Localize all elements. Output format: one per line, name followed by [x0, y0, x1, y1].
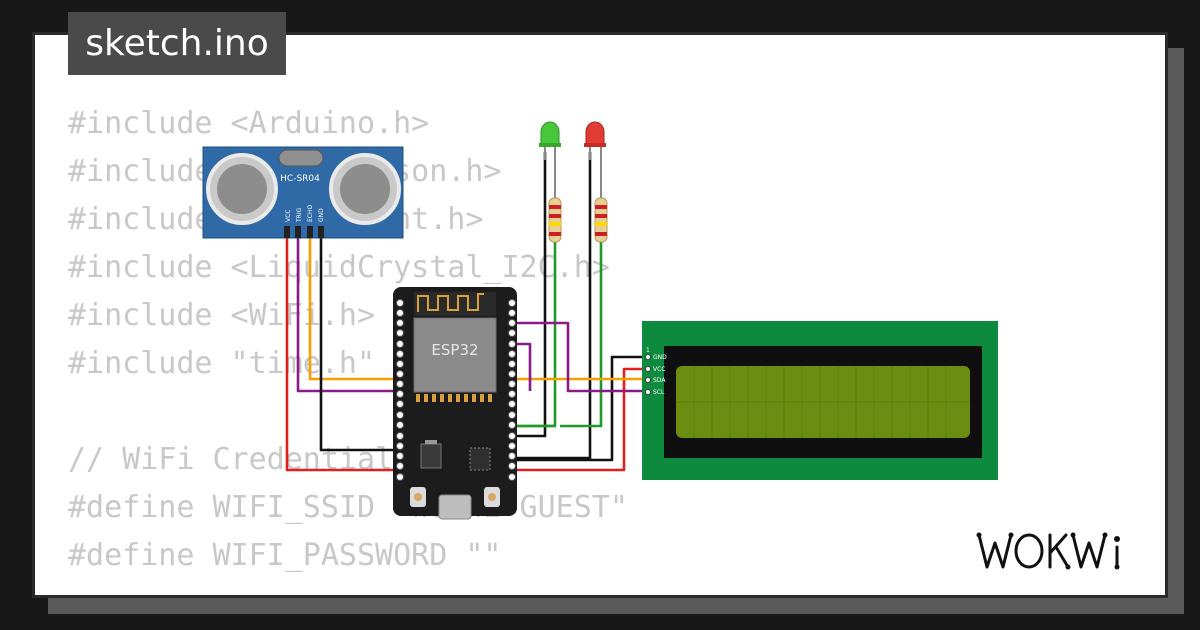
- file-tab[interactable]: sketch.ino: [68, 12, 286, 75]
- pin-label-trig: TRIG: [296, 207, 303, 223]
- wire-green: [515, 240, 557, 428]
- code-line: #include "time.h": [68, 346, 376, 381]
- wire-purple: [515, 321, 648, 393]
- pin-label-vcc: VCC: [285, 210, 292, 222]
- wire-green: [560, 240, 603, 428]
- lcd-pin-vcc: VCC: [653, 366, 665, 373]
- wire-red: [515, 367, 648, 472]
- led-red[interactable]: [584, 121, 606, 198]
- code-line: #include <Arduino.h>: [68, 106, 430, 141]
- pin-label-gnd: GND: [318, 208, 325, 222]
- lcd-pin-scl: SCL: [653, 389, 665, 396]
- led-green[interactable]: [539, 121, 561, 198]
- wire-black: [319, 238, 400, 452]
- ultrasonic-model-label: HC-SR04: [280, 174, 320, 184]
- lcd-pin-sda: SDA: [653, 377, 666, 384]
- wire-black: [515, 152, 547, 438]
- wire-red: [285, 238, 400, 472]
- code-line: #include <LiquidCrystal_I2C.h>: [68, 250, 610, 285]
- esp32-board[interactable]: ESP32: [393, 287, 517, 520]
- resistor[interactable]: [594, 197, 608, 243]
- wokwi-logo: [976, 532, 1120, 570]
- esp32-label: ESP32: [431, 341, 478, 359]
- wire-black: [515, 355, 648, 462]
- wire-purple: [296, 238, 400, 393]
- ultrasonic-sensor[interactable]: HC-SR04 VCC TRIG ECHO GND: [202, 146, 404, 239]
- resistor[interactable]: [548, 197, 562, 243]
- lcd-pin-gnd: GND: [653, 354, 667, 361]
- lcd-pin-index: 1: [646, 347, 650, 354]
- lcd-display[interactable]: 1 GND VCC SDA SCL: [642, 321, 998, 480]
- wire-purple: [515, 342, 532, 391]
- wire-black: [515, 152, 592, 460]
- code-line: #include <WiFi.h>: [68, 298, 376, 333]
- code-line: #define WIFI_PASSWORD "": [68, 538, 502, 573]
- pin-label-echo: ECHO: [307, 205, 314, 222]
